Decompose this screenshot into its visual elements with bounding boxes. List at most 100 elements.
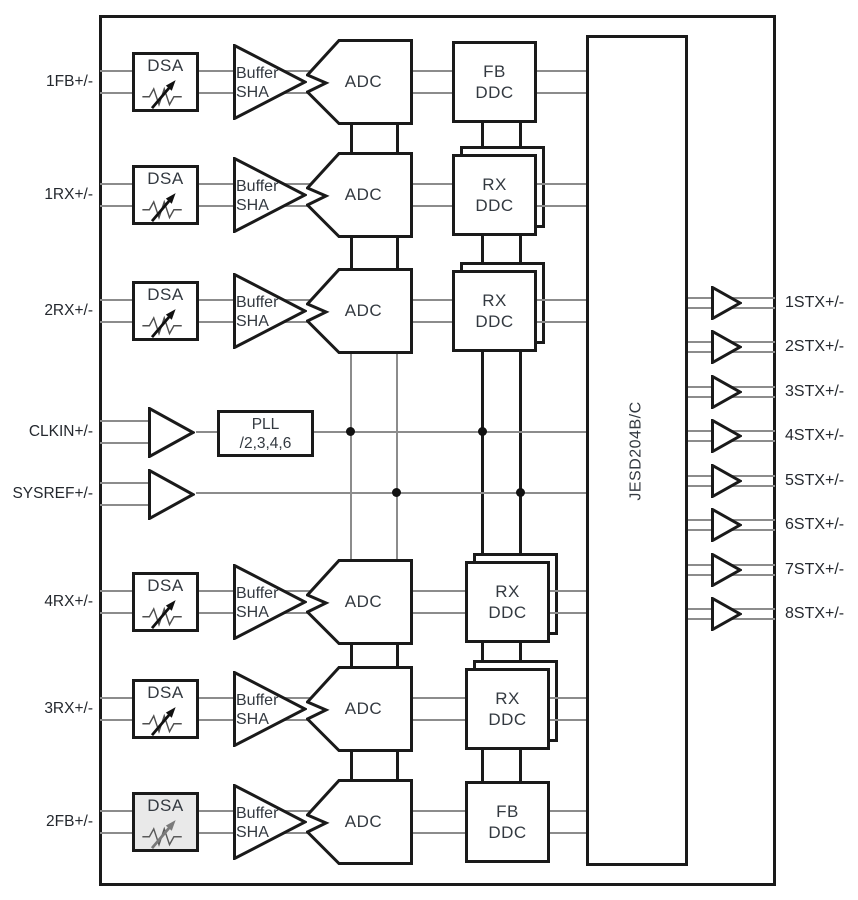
rx-ddc-block-4: RX DDC — [465, 561, 550, 643]
wire — [100, 420, 172, 422]
sha-label: SHA — [236, 313, 269, 330]
wire — [100, 504, 172, 506]
dsa-block-4rx: DSA — [132, 572, 199, 632]
input-label-1rx: 1RX+/- — [44, 186, 93, 203]
dsa-label: DSA — [147, 285, 184, 304]
output-label-2stx: 2STX+/- — [785, 338, 845, 355]
sha-label: SHA — [236, 197, 269, 214]
adc-label: ADC — [344, 301, 383, 320]
adc-block-1fb: ADC — [306, 39, 413, 125]
ddc-label: DDC — [488, 823, 527, 842]
attenuator-icon — [141, 309, 182, 338]
output-label-4stx: 4STX+/- — [785, 427, 845, 444]
rx-ddc-block-3: RX DDC — [465, 668, 550, 750]
attenuator-icon — [141, 600, 182, 629]
dsa-block-1rx: DSA — [132, 165, 199, 225]
clkin-buffer-triangle — [148, 407, 195, 458]
jesd204-block: JESD204B/C — [586, 35, 688, 866]
adc-label: ADC — [344, 592, 383, 611]
output-label-7stx: 7STX+/- — [785, 561, 845, 578]
sha-label: SHA — [236, 711, 269, 728]
input-label-sysref: SYSREF+/- — [12, 485, 93, 502]
adc-shape — [306, 39, 413, 125]
buffer-sha-triangle — [233, 273, 307, 349]
ddc-label: DDC — [488, 710, 527, 729]
output-label-6stx: 6STX+/- — [785, 516, 845, 533]
fb-ddc-block-2: FB DDC — [465, 781, 550, 863]
adc-label: ADC — [344, 812, 383, 831]
output-label-8stx: 8STX+/- — [785, 605, 845, 622]
input-label-clkin: CLKIN+/- — [28, 423, 93, 440]
dsa-label: DSA — [147, 796, 184, 815]
sysref-buffer-triangle — [148, 469, 195, 520]
attenuator-icon — [141, 820, 182, 849]
output-label-3stx: 3STX+/- — [785, 383, 845, 400]
ddc-sysref-bus — [519, 123, 522, 782]
ddc-clock-bus — [481, 123, 484, 782]
output-buffer-triangle — [711, 330, 742, 364]
buffer-sha-triangle — [233, 157, 307, 233]
sha-label: SHA — [236, 824, 269, 841]
ddc-label: RX — [482, 175, 507, 194]
junction-dot — [516, 488, 525, 497]
sha-label: SHA — [236, 84, 269, 101]
adc-block-3rx: ADC — [306, 666, 413, 752]
buffer-label: Buffer — [236, 692, 279, 709]
rx-ddc-block-1: RX DDC — [452, 154, 537, 236]
rx-ddc-block-2: RX DDC — [452, 270, 537, 352]
input-label-2fb: 2FB+/- — [46, 813, 93, 830]
ddc-label: FB — [483, 62, 506, 81]
input-label-3rx: 3RX+/- — [44, 700, 93, 717]
chip-boundary — [99, 15, 776, 886]
pll-divider-label: /2,3,4,6 — [239, 434, 292, 452]
wire — [100, 482, 172, 484]
output-buffer-triangle — [711, 508, 742, 542]
ddc-label: DDC — [488, 603, 527, 622]
buffer-label: Buffer — [236, 805, 279, 822]
output-label-1stx: 1STX+/- — [785, 294, 845, 311]
output-label-5stx: 5STX+/- — [785, 472, 845, 489]
output-buffer-triangle — [711, 553, 742, 587]
attenuator-icon — [141, 80, 182, 109]
wire — [396, 644, 399, 666]
wire — [350, 237, 353, 268]
buffer-label: Buffer — [236, 65, 279, 82]
buffer-label: Buffer — [236, 585, 279, 602]
adc-shape — [306, 666, 413, 752]
dsa-label: DSA — [147, 576, 184, 595]
buffer-sha-triangle — [233, 784, 307, 860]
dsa-block-1fb: DSA — [132, 52, 199, 112]
input-label-1fb: 1FB+/- — [46, 73, 93, 90]
adc-label: ADC — [344, 185, 383, 204]
dsa-block-2fb-disabled: DSA — [132, 792, 199, 852]
junction-dot — [392, 488, 401, 497]
pll-block: PLL /2,3,4,6 — [217, 410, 314, 457]
ddc-label: DDC — [475, 196, 514, 215]
adc-block-2fb: ADC — [306, 779, 413, 865]
buffer-sha-triangle — [233, 671, 307, 747]
wire — [350, 751, 353, 779]
sysref-wire — [196, 492, 586, 494]
wire — [100, 442, 172, 444]
adc-label: ADC — [344, 699, 383, 718]
adc-clock-bus — [350, 353, 352, 559]
buffer-sha-triangle — [233, 44, 307, 120]
ddc-label: RX — [495, 689, 520, 708]
output-buffer-triangle — [711, 375, 742, 409]
attenuator-icon — [141, 193, 182, 222]
adc-shape — [306, 268, 413, 354]
wire — [350, 644, 353, 666]
ddc-label: DDC — [475, 83, 514, 102]
junction-dot — [478, 427, 487, 436]
ddc-label: FB — [496, 802, 519, 821]
pll-label: PLL — [251, 415, 280, 433]
adc-sysref-bus — [396, 353, 398, 559]
ddc-label: RX — [482, 291, 507, 310]
buffer-label: Buffer — [236, 178, 279, 195]
